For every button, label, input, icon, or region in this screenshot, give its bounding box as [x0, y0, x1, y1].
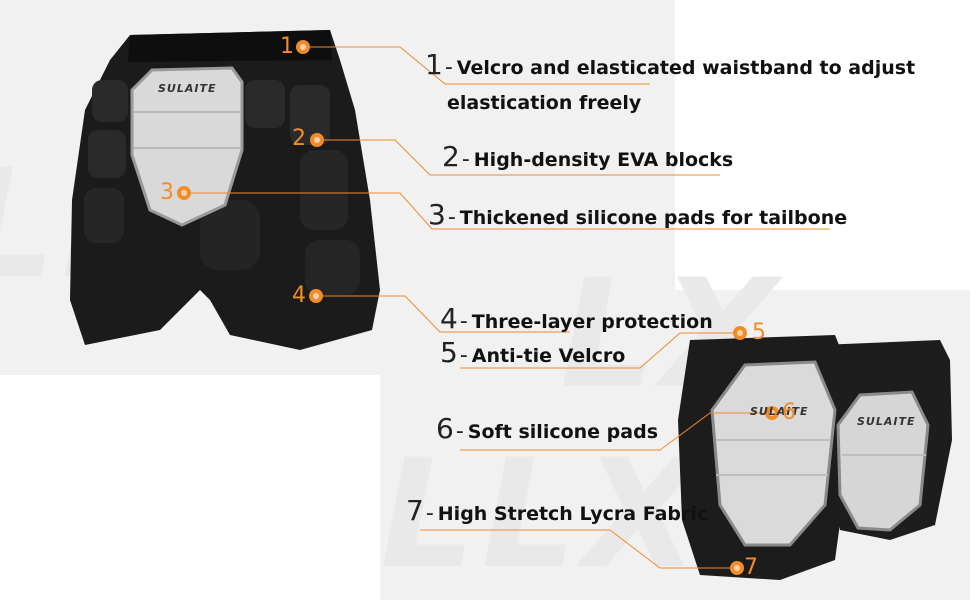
marker-4: 4: [292, 283, 306, 308]
feature-7-text: High Stretch Lycra Fabric: [437, 503, 709, 525]
feature-7-dash: -: [425, 501, 434, 526]
feature-1-continued: elastication freely: [447, 92, 641, 114]
feature-2-number: 2: [442, 140, 460, 173]
brand-logo-shorts: SULAITE: [158, 82, 217, 95]
feature-3: 3 - Thickened silicone pads for tailbone: [428, 198, 847, 231]
feature-3-number: 3: [428, 198, 446, 231]
feature-6: 6 - Soft silicone pads: [436, 412, 658, 445]
feature-4-dash: -: [459, 309, 468, 334]
feature-2-text: High-density EVA blocks: [473, 149, 734, 171]
feature-3-dash: -: [447, 205, 456, 230]
marker-7: 7: [744, 555, 758, 580]
feature-7-number: 7: [406, 494, 424, 527]
watermark-top: LLX: [0, 138, 285, 312]
feature-4-text: Three-layer protection: [471, 311, 713, 333]
feature-4: 4 - Three-layer protection: [440, 302, 713, 335]
feature-2: 2 - High-density EVA blocks: [442, 140, 733, 173]
feature-1: 1 - Velcro and elasticated waistband to …: [425, 48, 915, 81]
watermark-bottom: LX: [560, 248, 784, 422]
feature-7: 7 - High Stretch Lycra Fabric: [406, 494, 708, 527]
feature-5-text: Anti-tie Velcro: [471, 345, 626, 367]
feature-3-text: Thickened silicone pads for tailbone: [459, 207, 848, 229]
feature-6-number: 6: [436, 412, 454, 445]
feature-4-number: 4: [440, 302, 458, 335]
feature-6-text: Soft silicone pads: [467, 421, 659, 443]
feature-6-dash: -: [455, 419, 464, 444]
feature-1-dash: -: [444, 55, 453, 80]
brand-logo-knee-right: SULAITE: [857, 415, 916, 428]
marker-2: 2: [292, 126, 306, 151]
marker-3: 3: [160, 180, 174, 205]
feature-2-dash: -: [461, 147, 470, 172]
feature-5-number: 5: [440, 336, 458, 369]
marker-6: 6: [782, 400, 796, 425]
feature-5: 5 - Anti-tie Velcro: [440, 336, 625, 369]
feature-1-text-line2: elastication freely: [447, 92, 642, 114]
brand-logo-knee-left: SULAITE: [750, 405, 809, 418]
marker-1: 1: [280, 34, 294, 59]
feature-1-text: Velcro and elasticated waistband to adju…: [456, 57, 916, 79]
marker-5: 5: [752, 320, 766, 345]
feature-5-dash: -: [459, 343, 468, 368]
feature-1-number: 1: [425, 48, 443, 81]
